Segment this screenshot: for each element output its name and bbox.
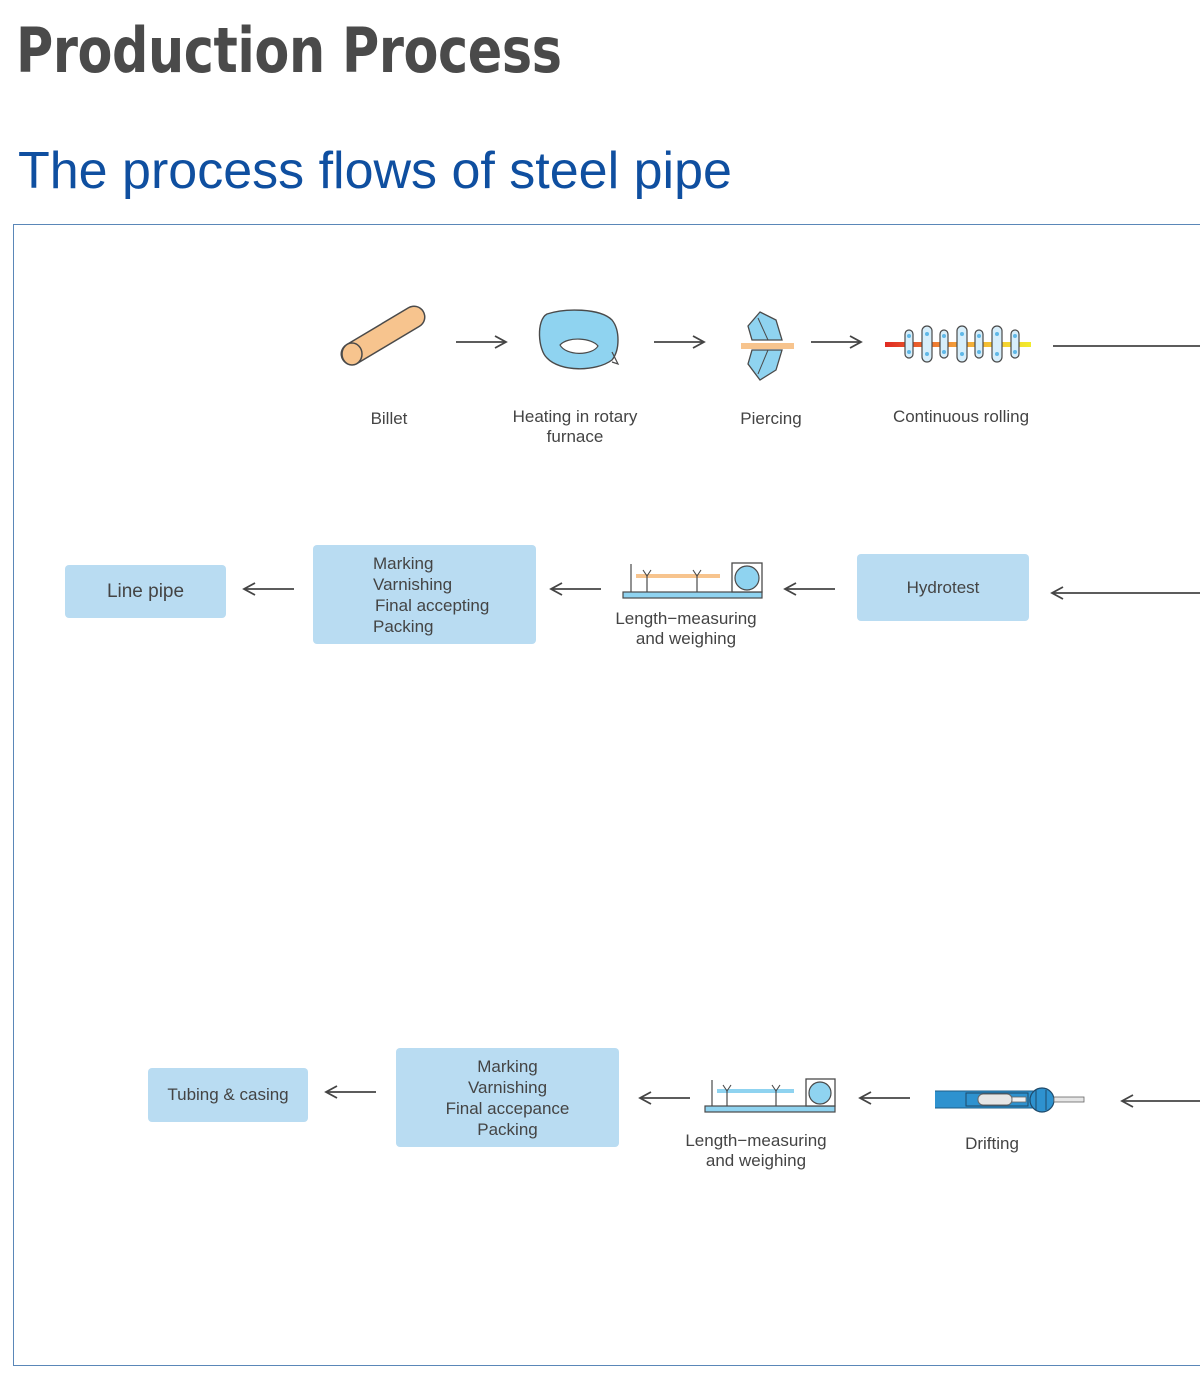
length-measuring-line1: Length−measuring (685, 1131, 827, 1150)
length-measuring-label: Length−measuring and weighing (606, 609, 766, 649)
finishing-item: Marking (477, 1057, 538, 1076)
finishing-list: Marking Varnishing Final accepance Packi… (396, 1056, 619, 1140)
finishing-item: Marking (373, 554, 434, 573)
finishing-item: Varnishing (373, 575, 453, 594)
drifting-icon (935, 1087, 1085, 1113)
billet-icon (340, 305, 426, 366)
line-pipe-label: Line pipe (106, 580, 185, 602)
flow-arrows-row3 (324, 1085, 1200, 1108)
billet-label: Billet (370, 409, 408, 428)
hydrotest-label: Hydrotest (906, 577, 980, 597)
length-measuring-icon (622, 562, 763, 599)
finishing-box: Marking Varnishing Final accepting Packi… (313, 545, 536, 644)
hydrotest-box: Hydrotest (857, 554, 1029, 621)
piercing-label: Piercing (740, 409, 802, 428)
flow-arrows-row2 (242, 582, 1200, 600)
tubing-casing-box: Tubing & casing (148, 1068, 308, 1122)
flow-arrows-row1 (456, 335, 1200, 349)
finishing-item: Final accepting (375, 596, 490, 615)
finishing-item: Packing (477, 1120, 538, 1139)
page-title: Production Process (16, 14, 562, 87)
length-measuring-line2: and weighing (705, 1151, 807, 1170)
length-measuring-label: Length−measuring and weighing (676, 1131, 836, 1171)
continuous-rolling-icon (885, 325, 1031, 363)
continuous-rolling-label: Continuous rolling (892, 407, 1030, 426)
drifting-label: Drifting (965, 1134, 1019, 1153)
length-measuring-line2: and weighing (635, 629, 737, 648)
tubing-casing-label: Tubing & casing (167, 1085, 289, 1104)
finishing-list: Marking Varnishing Final accepting Packi… (373, 553, 489, 637)
rotary-furnace-icon (538, 309, 620, 370)
finishing-item: Final accepance (445, 1099, 570, 1118)
length-measuring-icon (704, 1078, 836, 1113)
heating-label-line1: Heating in rotary (512, 407, 638, 426)
finishing-item: Varnishing (467, 1078, 548, 1097)
piercing-mill-icon (741, 311, 794, 381)
line-pipe-box: Line pipe (65, 565, 226, 618)
heating-label-line2: furnace (546, 427, 604, 446)
heating-label: Heating in rotary furnace (495, 407, 655, 447)
process-flow-frame (13, 224, 1200, 1366)
length-measuring-line1: Length−measuring (615, 609, 757, 628)
page-subtitle: The process flows of steel pipe (18, 142, 732, 200)
finishing-box: Marking Varnishing Final accepance Packi… (396, 1048, 619, 1147)
finishing-item: Packing (373, 617, 434, 636)
